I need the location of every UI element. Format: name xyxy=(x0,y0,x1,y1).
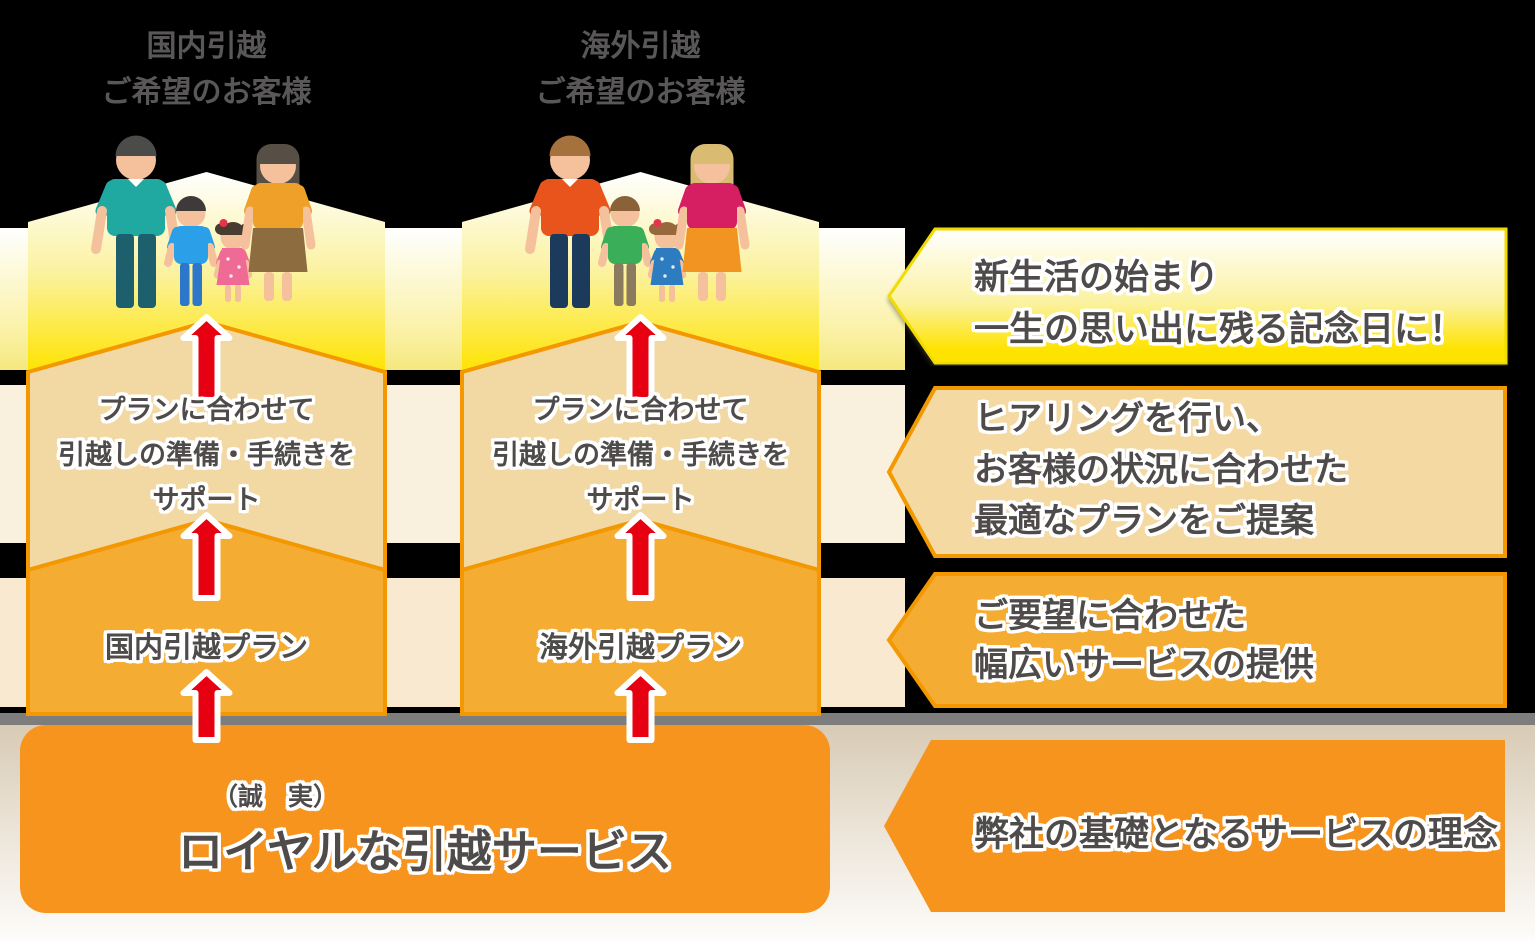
header-line: 国内引越 xyxy=(146,30,267,63)
plan-label-domestic: 国内引越プラン xyxy=(104,632,308,664)
arrow-up-icon xyxy=(614,512,667,601)
support-text-domestic: プランに合わせて 引越しの準備・手続きを サポート xyxy=(26,388,387,523)
father-figure xyxy=(525,135,615,308)
arrow-up-icon xyxy=(180,314,233,403)
family-illustration-domestic xyxy=(91,135,316,308)
arrow-up-icon xyxy=(180,669,233,743)
arrow-up-icon xyxy=(614,314,667,403)
callout-arrow-shape xyxy=(887,227,1508,365)
callout-line: 新生活の始まり xyxy=(974,258,1220,297)
callout-philosophy-text: 弊社の基礎となるサービスの理念 xyxy=(974,806,1498,857)
callout-arrow-shape xyxy=(884,740,1505,912)
mother-figure xyxy=(674,144,750,301)
callout-service-banner xyxy=(886,572,1507,708)
boy-figure xyxy=(164,196,218,306)
arrow-up-icon xyxy=(614,669,667,743)
callout-line: 幅広いサービスの提供 xyxy=(974,646,1314,684)
father-figure xyxy=(91,135,181,308)
boy-figure xyxy=(598,196,652,306)
support-line: プランに合わせて xyxy=(532,395,749,425)
segment-plan xyxy=(26,517,387,716)
support-line: プランに合わせて xyxy=(98,395,315,425)
header-line: ご希望のお客様 xyxy=(535,76,746,109)
header-line: ご希望のお客様 xyxy=(101,76,312,109)
support-line: 引越しの準備・手続きを xyxy=(492,440,789,470)
callout-new-life-banner xyxy=(887,227,1508,365)
callout-hearing-text: ヒアリングを行い、 お客様の状況に合わせた 最適なプランをご提案 xyxy=(974,394,1348,547)
callout-arrow-shape xyxy=(886,572,1507,708)
callout-arrow-shape xyxy=(886,386,1507,558)
callout-line: お客様の状況に合わせた xyxy=(974,451,1348,489)
support-line: 引越しの準備・手続きを xyxy=(58,440,355,470)
foundation-sub-label: （誠 実） xyxy=(213,783,339,811)
callout-philosophy-banner xyxy=(884,740,1505,912)
callout-hearing-banner xyxy=(886,386,1507,558)
callout-service-text: ご要望に合わせた 幅広いサービスの提供 xyxy=(974,592,1314,690)
family-illustration-overseas xyxy=(525,135,750,308)
mother-figure xyxy=(240,144,316,301)
column-header-overseas: 海外引越 ご希望のお客様 xyxy=(460,24,821,116)
arrow-up-icon xyxy=(180,512,233,601)
callout-line: 弊社の基礎となるサービスの理念 xyxy=(974,815,1498,854)
segment-plan xyxy=(460,517,821,716)
support-line: サポート xyxy=(586,485,695,515)
callout-line: 最適なプランをご提案 xyxy=(974,502,1314,540)
callout-line: 一生の思い出に残る記念日に！ xyxy=(974,310,1465,349)
callout-new-life-text: 新生活の始まり 一生の思い出に残る記念日に！ xyxy=(974,252,1464,356)
girl-figure xyxy=(213,219,253,302)
foundation-title: ロイヤルな引越サービス xyxy=(178,826,672,877)
support-line: サポート xyxy=(152,485,261,515)
support-text-overseas: プランに合わせて 引越しの準備・手続きを サポート xyxy=(460,388,821,523)
girl-figure xyxy=(647,219,687,302)
foundation-bar xyxy=(20,725,830,913)
callout-line: ご要望に合わせた xyxy=(974,597,1246,635)
column-header-domestic: 国内引越 ご希望のお客様 xyxy=(26,24,387,116)
callout-line: ヒアリングを行い、 xyxy=(974,400,1280,438)
plan-label-overseas: 海外引越プラン xyxy=(538,632,742,664)
header-line: 海外引越 xyxy=(580,30,701,63)
